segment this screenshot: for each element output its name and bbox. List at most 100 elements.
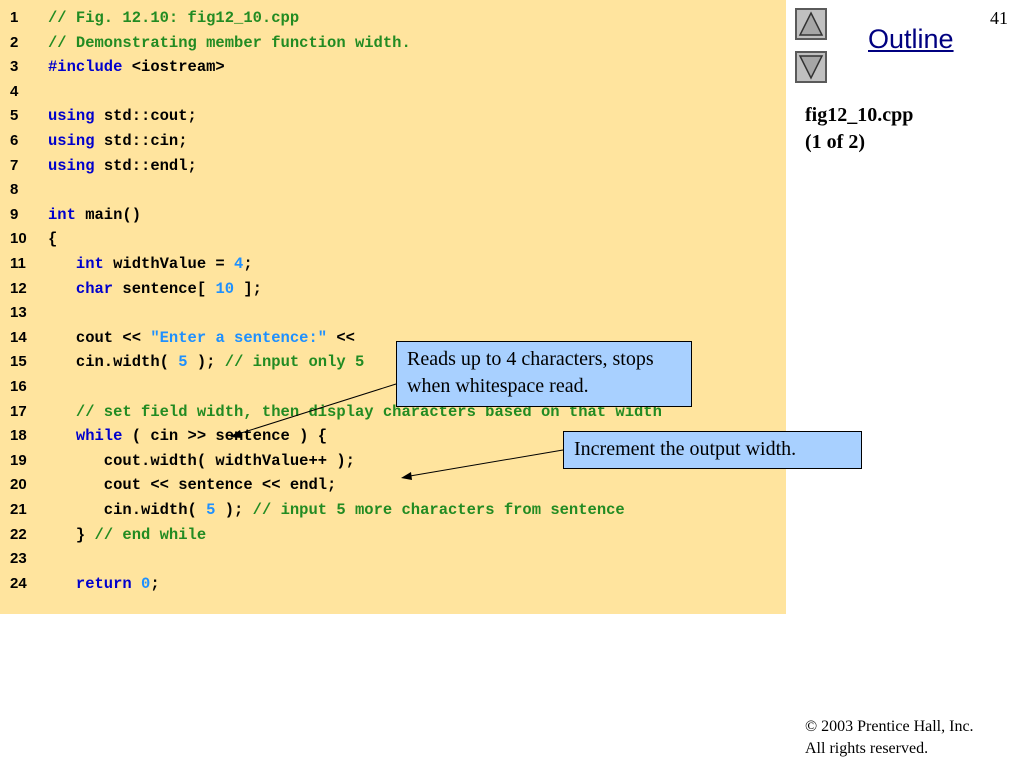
- triangle-down-icon: [798, 55, 824, 80]
- rights-reserved: All rights reserved.: [805, 740, 929, 757]
- code-token: std::cin;: [94, 132, 188, 150]
- code-line: 8: [0, 178, 786, 202]
- code-token: using: [48, 107, 95, 126]
- line-number: 8: [10, 181, 19, 199]
- line-number: 19: [10, 451, 27, 469]
- code-line: 21 cin.width( 5 ); // input 5 more chara…: [0, 498, 786, 522]
- code-line: 16: [0, 375, 786, 399]
- copyright-line: © 2003 Prentice Hall, Inc.: [805, 716, 974, 738]
- code-token: // input 5 more characters from sentence: [252, 501, 625, 519]
- line-number: 11: [10, 255, 26, 272]
- line-number: 14: [10, 328, 27, 346]
- line-number: 1: [10, 9, 19, 26]
- code-text: char sentence[ 10 ];: [48, 277, 262, 301]
- code-token: char: [75, 279, 114, 298]
- file-title-block: fig12_10.cpp (1 of 2): [805, 102, 913, 156]
- code-text: using std::cout;: [48, 104, 197, 128]
- code-line: 6 using std::cin;: [0, 129, 786, 153]
- line-number: 23: [10, 550, 27, 568]
- copyright-text: 2003 Prentice Hall, Inc.: [821, 718, 974, 735]
- code-token: );: [187, 353, 225, 372]
- code-token: cin.width(: [48, 501, 207, 519]
- code-token: ];: [234, 279, 262, 298]
- code-token: sentence[: [113, 279, 216, 298]
- code-token: 0: [141, 574, 151, 593]
- code-text: } // end while: [48, 523, 206, 547]
- code-token: using: [48, 132, 95, 150]
- code-token: ;: [150, 574, 160, 593]
- code-token: [48, 575, 76, 593]
- code-token: 5: [178, 353, 188, 372]
- code-line: 3 #include <iostream>: [0, 55, 786, 79]
- code-token: cout.width( widthValue++ );: [48, 451, 355, 470]
- line-number: 21: [10, 501, 27, 518]
- code-text: // Demonstrating member function width.: [48, 31, 411, 55]
- code-token: [48, 427, 76, 445]
- code-token: ;: [243, 255, 253, 273]
- line-number: 17: [10, 402, 27, 420]
- line-number: 9: [10, 205, 19, 223]
- code-token: [48, 255, 76, 273]
- code-text: {: [48, 227, 57, 251]
- code-token: "Enter a sentence:": [150, 328, 328, 347]
- code-token: cin.width(: [48, 353, 179, 372]
- code-token: int: [75, 255, 104, 273]
- code-listing-panel: [0, 0, 786, 614]
- file-name: fig12_10.cpp: [805, 104, 914, 126]
- code-line: 19 cout.width( widthValue++ );: [0, 449, 786, 473]
- code-token: widthValue =: [103, 255, 235, 273]
- code-text: cout << "Enter a sentence:" <<: [48, 326, 355, 350]
- code-token: ( cin >> sentence ) {: [122, 427, 328, 446]
- code-line: 23: [0, 547, 786, 571]
- code-text: cin.width( 5 ); // input only 5: [48, 350, 364, 374]
- code-text: while ( cin >> sentence ) {: [48, 424, 327, 448]
- code-text: int main(): [48, 203, 141, 227]
- code-token: [48, 280, 76, 298]
- code-line: 20 cout << sentence << endl;: [0, 473, 786, 497]
- footer: © 2003 Prentice Hall, Inc. All rights re…: [805, 716, 974, 760]
- code-token: <<: [327, 328, 355, 347]
- line-number: 20: [10, 476, 27, 494]
- code-text: #include <iostream>: [48, 55, 225, 79]
- code-token: [132, 575, 141, 593]
- line-number: 3: [10, 58, 19, 76]
- code-token: // end while: [94, 525, 207, 544]
- code-token: <iostream>: [122, 58, 225, 77]
- code-token: 4: [234, 255, 244, 273]
- code-token: 5: [206, 501, 216, 519]
- code-line: 22 } // end while: [0, 523, 786, 547]
- code-text: int widthValue = 4;: [48, 252, 253, 276]
- code-line: 4: [0, 80, 786, 104]
- code-token: while: [75, 427, 123, 446]
- code-line: 14 cout << "Enter a sentence:" <<: [0, 326, 786, 350]
- code-token: #include: [48, 58, 123, 77]
- code-token: cout <<: [48, 328, 151, 347]
- code-token: cout << sentence << endl;: [48, 476, 337, 495]
- code-text: cout.width( widthValue++ );: [48, 449, 355, 473]
- line-number: 18: [10, 427, 27, 445]
- code-text: // Fig. 12.10: fig12_10.cpp: [48, 6, 299, 30]
- line-number: 10: [10, 230, 27, 248]
- file-part: (1 of 2): [805, 131, 865, 153]
- code-token: int: [48, 205, 76, 224]
- code-text: cout << sentence << endl;: [48, 473, 337, 497]
- code-token: std::cout;: [94, 107, 197, 126]
- previous-slide-button[interactable]: [795, 8, 827, 40]
- code-text: using std::cin;: [48, 129, 188, 153]
- line-number: 6: [10, 132, 19, 149]
- code-token: main(): [75, 205, 142, 224]
- outline-link[interactable]: Outline: [868, 24, 954, 54]
- code-token: using: [48, 156, 95, 175]
- code-token: 10: [215, 279, 235, 298]
- code-line: 12 char sentence[ 10 ];: [0, 277, 786, 301]
- code-line: 10 {: [0, 227, 786, 251]
- code-line: 15 cin.width( 5 ); // input only 5: [0, 350, 786, 374]
- next-slide-button[interactable]: [795, 51, 827, 83]
- code-token: }: [48, 525, 95, 544]
- code-token: // Demonstrating member function width.: [48, 33, 411, 52]
- code-token: std::endl;: [94, 156, 197, 175]
- line-number: 5: [10, 107, 19, 125]
- line-number: 22: [10, 525, 27, 543]
- code-token: // Fig. 12.10: fig12_10.cpp: [48, 9, 300, 27]
